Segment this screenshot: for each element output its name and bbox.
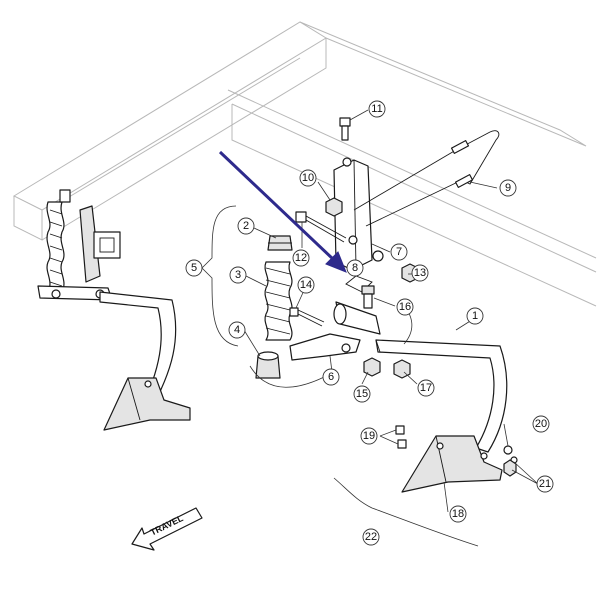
- nuts-lower: [363, 357, 411, 379]
- travel-arrow: TRAVEL: [131, 507, 203, 551]
- mounting-bracket: [333, 157, 384, 271]
- callout-5: 5: [185, 259, 203, 277]
- bolt-14: [289, 307, 325, 327]
- pivot-link: [289, 275, 381, 361]
- callout-19: 19: [360, 427, 378, 445]
- callout-1: 1: [466, 307, 484, 325]
- callout-20: 20: [532, 415, 550, 433]
- callout-16-label: 16: [399, 301, 411, 313]
- callout-8: 8: [346, 259, 364, 277]
- callout-21-label: 21: [539, 478, 551, 490]
- callout-12: 12: [292, 249, 310, 267]
- callout-11-label: 11: [371, 103, 382, 115]
- callout-1-label: 1: [472, 310, 478, 322]
- callout-18-label: 18: [452, 508, 464, 520]
- callout-4-label: 4: [234, 324, 240, 336]
- callout-14-label: 14: [300, 279, 312, 291]
- pointer-arrow: [218, 150, 347, 273]
- callout-12-label: 12: [295, 252, 307, 264]
- callout-19-label: 19: [363, 430, 375, 442]
- callout-9: 9: [499, 179, 517, 197]
- callout-7-label: 7: [396, 246, 402, 258]
- callout-17: 17: [417, 379, 435, 397]
- callout-6-label: 6: [328, 371, 334, 383]
- right-shank: [375, 339, 508, 453]
- callout-11: 11: [368, 100, 386, 118]
- sweep: [401, 435, 503, 493]
- callout-13: 13: [411, 264, 429, 282]
- callout-5-label: 5: [191, 262, 197, 274]
- callout-9-label: 9: [505, 182, 511, 194]
- callout-8-label: 8: [352, 262, 358, 274]
- callout-7: 7: [390, 243, 408, 261]
- callout-10: 10: [299, 169, 317, 187]
- callout-15: 15: [353, 385, 371, 403]
- callout-17-label: 17: [420, 382, 432, 394]
- left-shank-assembly: [37, 189, 191, 431]
- callout-14: 14: [297, 276, 315, 294]
- callout-22: 22: [362, 528, 380, 546]
- callout-2: 2: [237, 217, 255, 235]
- group-5-bracket: [201, 205, 239, 347]
- callout-15-label: 15: [356, 388, 368, 400]
- callout-4: 4: [228, 321, 246, 339]
- callout-6: 6: [322, 368, 340, 386]
- tool-bar-frame: [12, 21, 597, 307]
- u-bolt: [353, 130, 500, 227]
- callout-3-label: 3: [235, 269, 241, 281]
- callout-18: 18: [449, 505, 467, 523]
- spring-assembly: [255, 235, 293, 379]
- callout-22-label: 22: [365, 531, 377, 543]
- group-22-bracket: [333, 477, 479, 547]
- bolt-16: [361, 285, 375, 309]
- callout-10-label: 10: [302, 172, 314, 184]
- callout-21: 21: [536, 475, 554, 493]
- callout-20-label: 20: [535, 418, 547, 430]
- callout-2-label: 2: [243, 220, 249, 232]
- bolt-top: [339, 117, 351, 141]
- callout-13-label: 13: [414, 267, 426, 279]
- callout-3: 3: [229, 266, 247, 284]
- callout-16: 16: [396, 298, 414, 316]
- bolt-12: [295, 211, 347, 243]
